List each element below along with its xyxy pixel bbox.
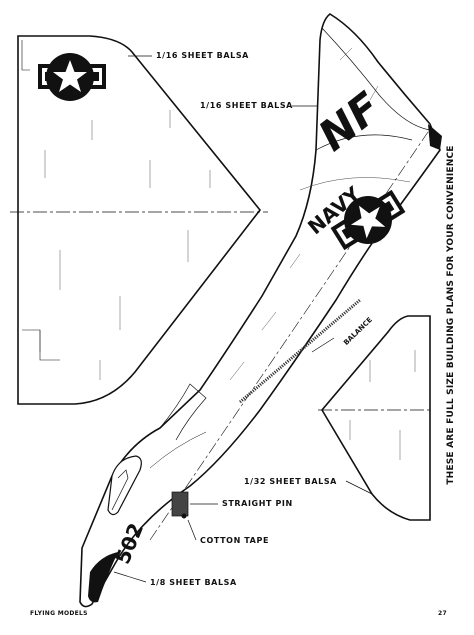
side-note-text: THESE ARE FULL SIZE BUILDING PLANS FOR Y… xyxy=(446,145,456,485)
fuselage xyxy=(79,13,442,608)
side-note: THESE ARE FULL SIZE BUILDING PLANS FOR Y… xyxy=(441,20,461,610)
sheet-balsa-right-wing-label: 1/32 SHEET BALSA xyxy=(244,477,337,486)
left-wing-panel xyxy=(10,35,268,405)
footer-publication: FLYING MODELS xyxy=(30,610,88,617)
roundel-left-wing xyxy=(38,53,106,101)
roundel-fuselage xyxy=(330,189,406,251)
sheet-balsa-fin-label: 1/16 SHEET BALSA xyxy=(200,101,293,110)
leader-lines xyxy=(113,55,373,583)
cotton-tape-label: COTTON TAPE xyxy=(200,536,270,545)
footer-page-number: 27 xyxy=(438,610,447,617)
straight-pin-label: STRAIGHT PIN xyxy=(222,499,293,508)
right-wing-panel xyxy=(318,315,432,521)
sheet-balsa-left-wing-label: 1/16 SHEET BALSA xyxy=(156,51,249,60)
sheet-balsa-nose-label: 1/8 SHEET BALSA xyxy=(150,578,237,587)
balance-label: BALANCE xyxy=(342,316,374,347)
